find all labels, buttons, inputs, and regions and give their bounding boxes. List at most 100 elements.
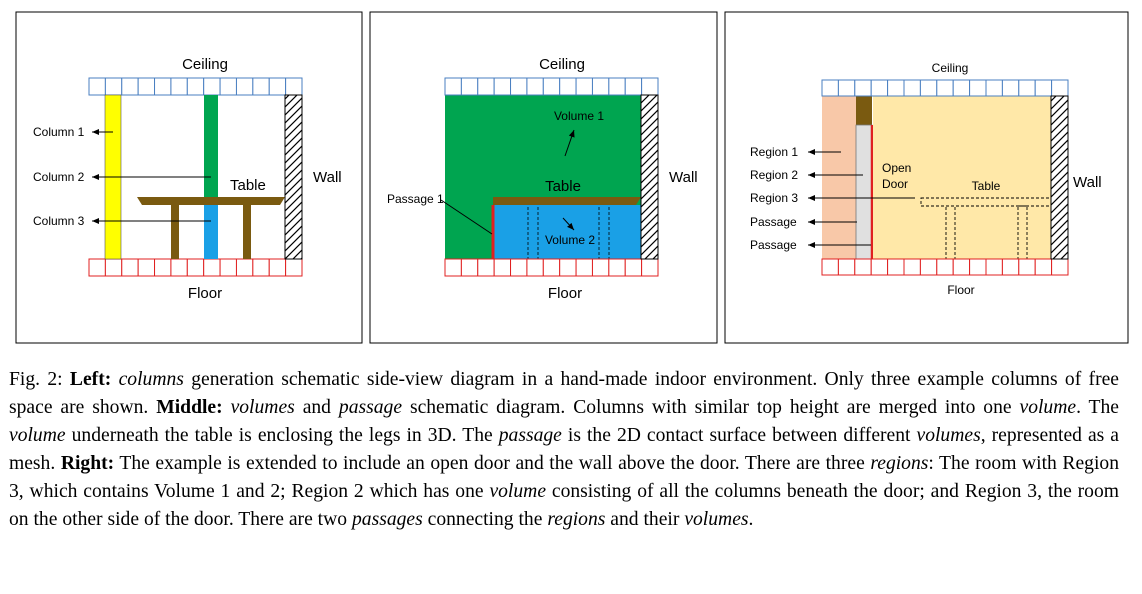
left-table-leg	[243, 205, 251, 259]
caption-middle-label: Middle:	[156, 397, 223, 418]
right-panel: Ceiling Floor Wall Table Open Door Regio…	[724, 11, 1129, 344]
region-1-label: Region 1	[750, 145, 798, 159]
grid-cell	[870, 258, 889, 276]
caption-term: columns	[118, 369, 184, 390]
caption-term: volumes	[230, 397, 295, 418]
left-table-leg	[171, 205, 179, 259]
grid-cell	[854, 79, 872, 97]
left-ceiling-cells	[88, 77, 303, 96]
grid-cell	[1018, 258, 1036, 276]
middle-table-top	[493, 197, 641, 205]
left-ceiling-label: Ceiling	[182, 56, 228, 73]
caption-text: and their	[605, 509, 685, 530]
grid-cell	[235, 77, 254, 96]
grid-cell	[837, 258, 856, 276]
grid-cell	[575, 77, 593, 96]
caption-text: The example is extended to include an op…	[114, 453, 871, 474]
grid-cell	[1034, 79, 1053, 97]
grid-cell	[137, 258, 156, 277]
door-wall	[856, 95, 872, 125]
grid-cell	[542, 77, 561, 96]
grid-cell	[252, 258, 270, 277]
region-3-area	[822, 95, 856, 259]
volume-2-area	[493, 205, 641, 259]
volume-1-label: Volume 1	[554, 109, 604, 123]
left-panel: Ceiling Floor Wall Table Column 1 Column…	[15, 11, 363, 344]
right-wall	[1050, 95, 1069, 260]
caption-text: connecting the	[422, 509, 548, 530]
caption-text: .	[748, 509, 754, 530]
grid-cell	[104, 258, 123, 277]
grid-cell	[88, 258, 106, 277]
grid-cell	[285, 258, 303, 277]
grid-cell	[104, 77, 123, 96]
caption-text: underneath the table is enclosing the le…	[65, 425, 499, 446]
grid-cell	[460, 77, 479, 96]
passage-1-label: Passage 1	[387, 192, 444, 206]
grid-cell	[219, 258, 237, 277]
region-1-area	[873, 95, 1051, 259]
grid-cell	[821, 79, 839, 97]
grid-cell	[285, 77, 303, 96]
grid-cell	[526, 77, 544, 96]
grid-cell	[1051, 258, 1069, 276]
grid-cell	[444, 258, 462, 277]
caption-text: generation schematic side-view diagram i…	[9, 369, 1119, 418]
grid-cell	[903, 79, 921, 97]
grid-cell	[919, 79, 938, 97]
grid-cell	[641, 258, 659, 277]
grid-cell	[268, 77, 287, 96]
grid-cell	[170, 258, 188, 277]
grid-cell	[903, 258, 921, 276]
grid-cell	[919, 258, 938, 276]
caption-term: regions	[870, 453, 929, 474]
region-3-label: Region 3	[750, 191, 798, 205]
grid-cell	[952, 79, 971, 97]
left-table-top	[137, 197, 285, 205]
caption-term: volume	[9, 425, 66, 446]
grid-cell	[268, 258, 287, 277]
right-ceiling-label: Ceiling	[932, 61, 969, 75]
grid-cell	[985, 258, 1003, 276]
right-ceiling-cells	[821, 79, 1069, 97]
figure-caption: Fig. 2: Left: columns generation schemat…	[9, 366, 1119, 534]
grid-cell	[575, 258, 593, 277]
caption-left-label: Left:	[69, 369, 112, 390]
left-wall-label: Wall	[313, 169, 342, 186]
grid-cell	[542, 258, 561, 277]
caption-text: and	[294, 397, 339, 418]
right-floor-cells	[821, 258, 1069, 276]
middle-wall-label: Wall	[669, 169, 698, 186]
grid-cell	[608, 77, 626, 96]
middle-floor-label: Floor	[548, 285, 582, 302]
caption-text: schematic diagram. Columns with similar …	[402, 397, 1020, 418]
figure-diagrams: Ceiling Floor Wall Table Column 1 Column…	[15, 11, 1129, 344]
grid-cell	[624, 77, 643, 96]
grid-cell	[186, 77, 205, 96]
grid-cell	[591, 77, 610, 96]
grid-cell	[493, 258, 512, 277]
column-1-label: Column 1	[33, 125, 85, 139]
grid-cell	[854, 258, 872, 276]
grid-cell	[887, 79, 905, 97]
grid-cell	[88, 77, 106, 96]
right-table-top	[920, 197, 1052, 207]
column-2-bar	[204, 95, 218, 197]
grid-cell	[477, 77, 495, 96]
caption-right-label: Right:	[60, 453, 115, 474]
grid-cell	[121, 77, 139, 96]
caption-term: passage	[498, 425, 562, 446]
passage-a-label: Passage	[750, 215, 797, 229]
column-3-bar	[204, 205, 218, 259]
grid-cell	[936, 79, 954, 97]
region-2-open-door	[855, 124, 873, 260]
caption-term: regions	[547, 509, 606, 530]
grid-cell	[608, 258, 626, 277]
grid-cell	[936, 258, 954, 276]
middle-table-label: Table	[545, 178, 581, 195]
middle-panel: Ceiling Floor Wall Table Volume 1 Volume…	[369, 11, 718, 344]
caption-term: volumes	[684, 509, 749, 530]
grid-cell	[203, 77, 221, 96]
left-table-label: Table	[230, 177, 266, 194]
grid-cell	[121, 258, 139, 277]
